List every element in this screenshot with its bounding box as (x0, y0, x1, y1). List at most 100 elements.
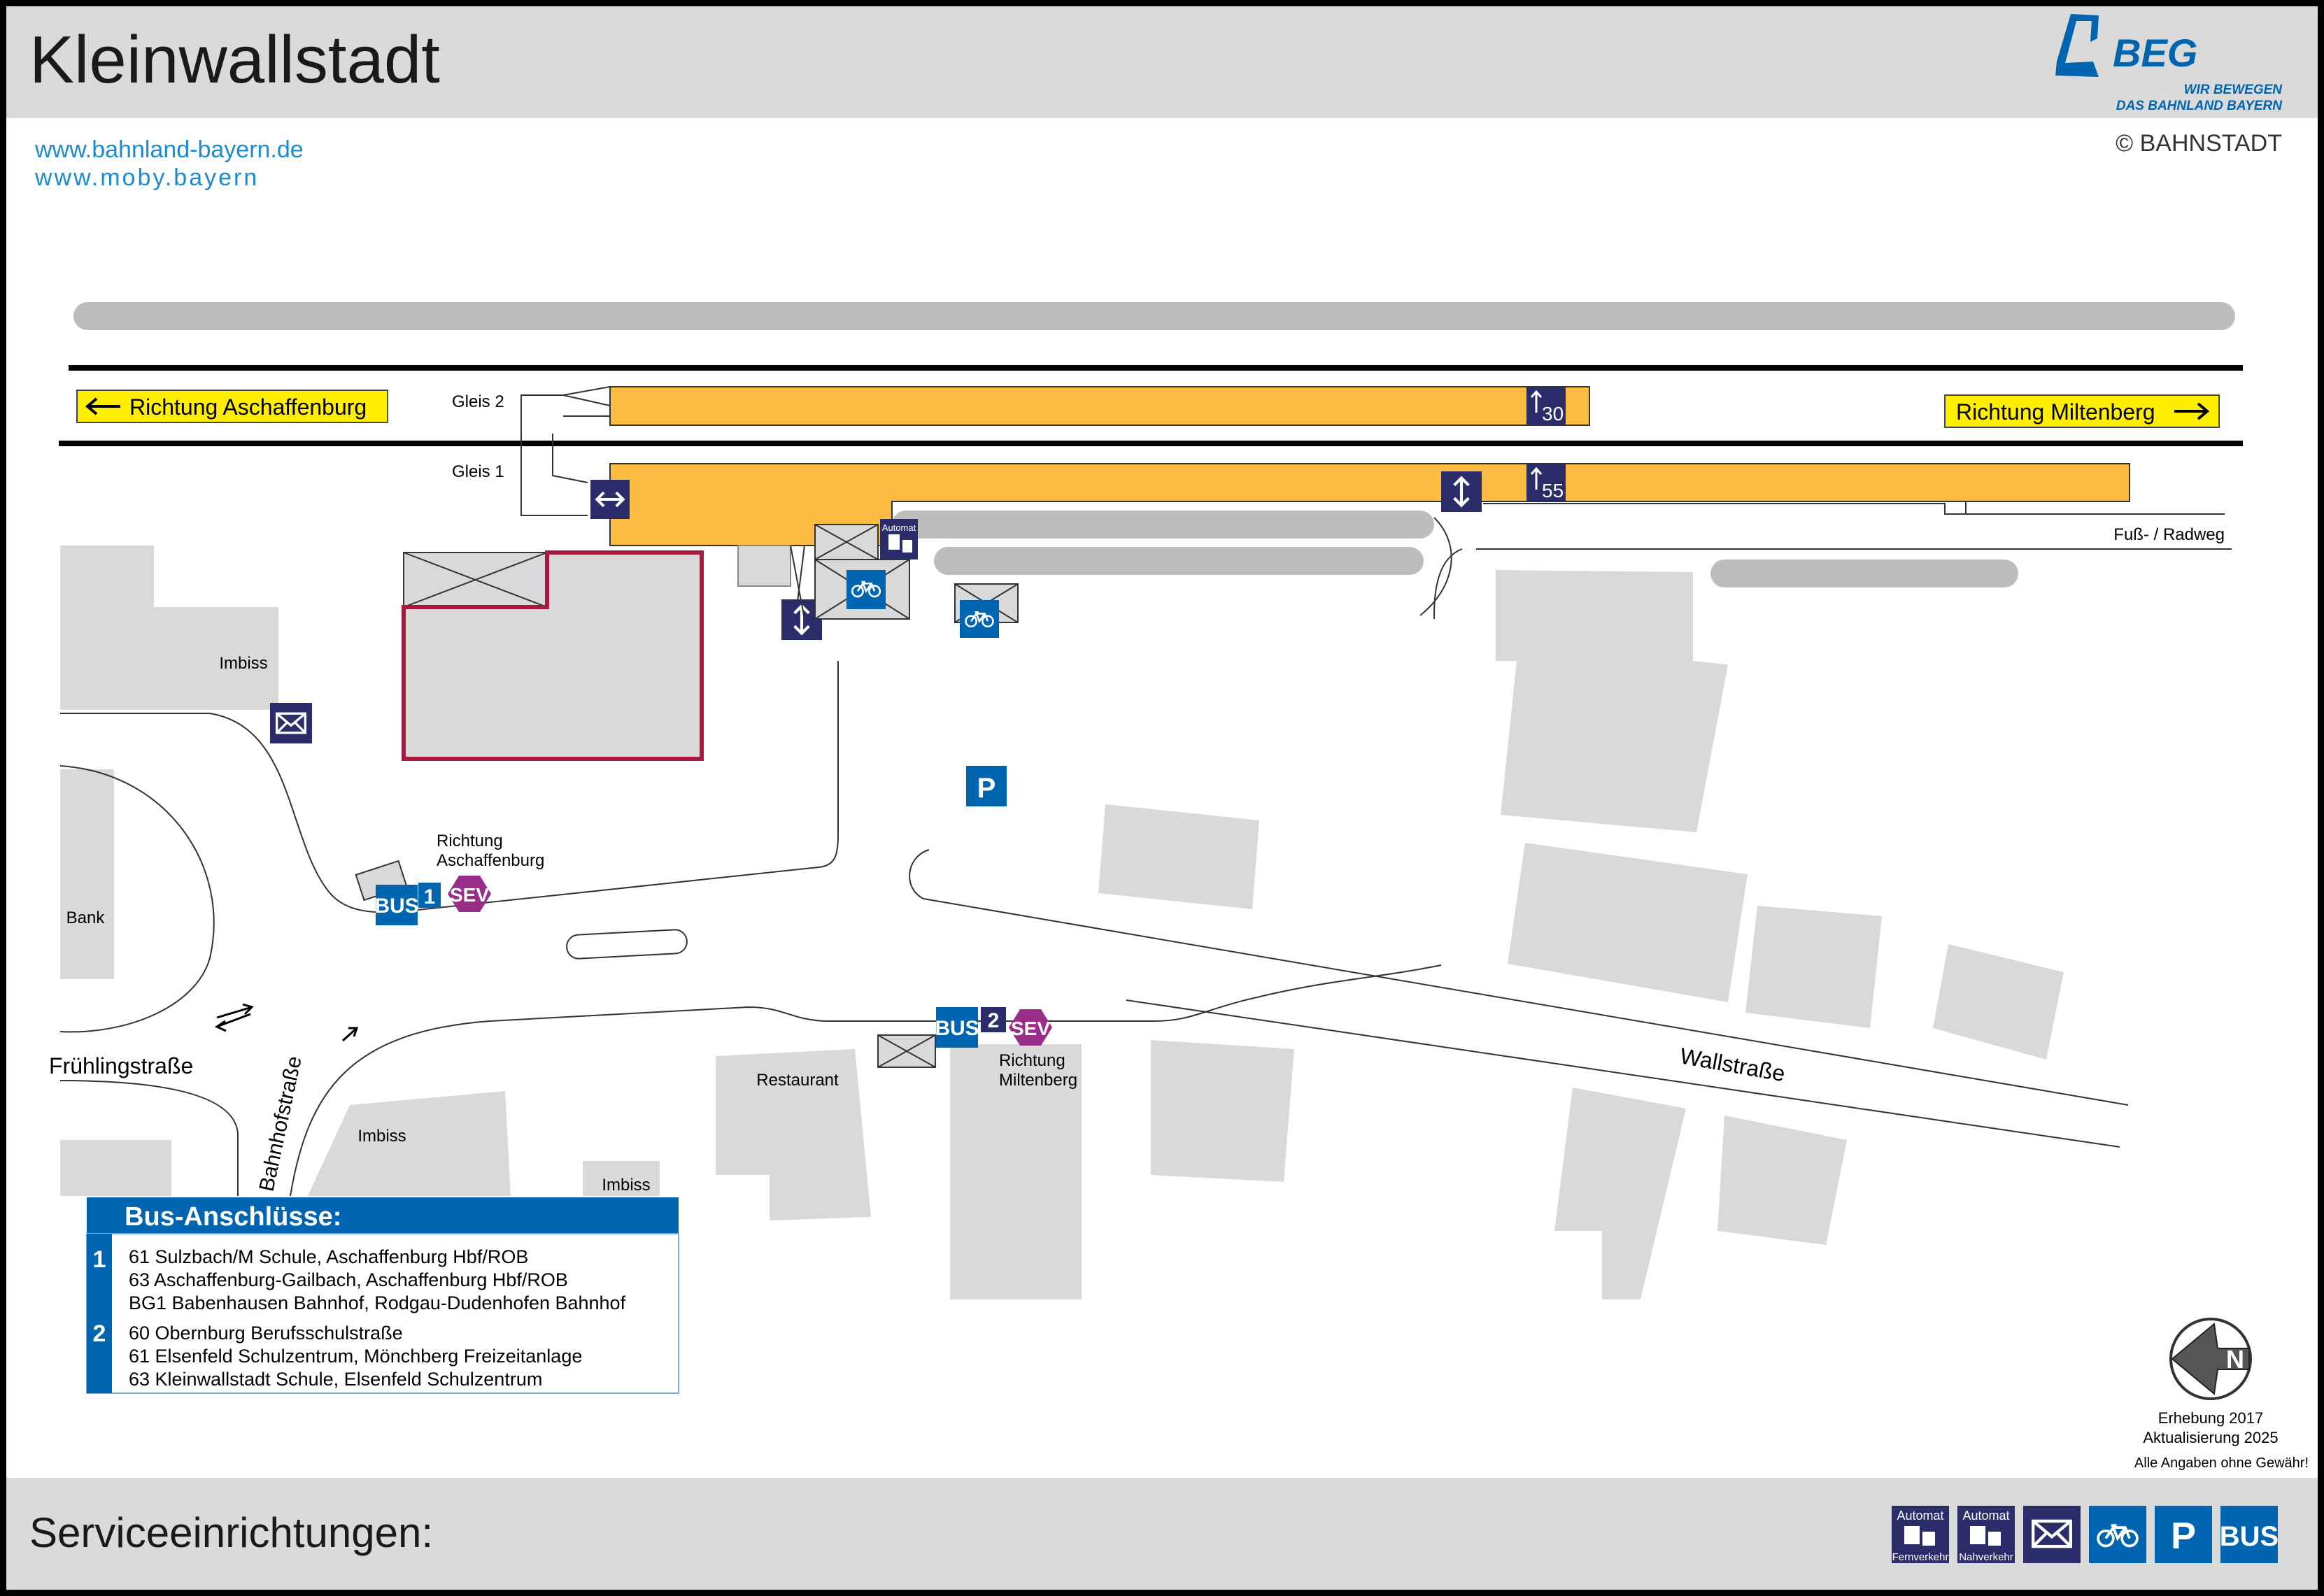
svg-text:Richtung Miltenberg: Richtung Miltenberg (1956, 399, 2155, 425)
sev-icon (1009, 1009, 1052, 1046)
service-legend: Automat Fernverkehr Automat Nahverkehr P… (1892, 1506, 2279, 1563)
street-label-fruehling: Frühlingstraße (49, 1053, 193, 1078)
underpass-path (1419, 517, 1452, 616)
beg-logo: BEG WIR BEWEGEN DAS BAHNLAND BAYERN (2055, 14, 2283, 113)
svg-text:2: 2 (988, 1009, 1000, 1032)
arrow-right-icon (2174, 402, 2210, 420)
bus-line: 63 Kleinwallstadt Schule, Elsenfeld Schu… (129, 1369, 542, 1390)
bike-parking-icon (2089, 1506, 2146, 1563)
svg-text:BUS: BUS (935, 1017, 979, 1040)
buildings (60, 546, 2064, 1299)
building-south-east-2 (1554, 1088, 1686, 1299)
page-title: Kleinwallstadt (29, 22, 440, 97)
building-imbiss-center (308, 1091, 511, 1196)
direction-sign-aschaffenburg: Richtung Aschaffenburg (76, 390, 388, 423)
track-2-label: Gleis 2 (452, 392, 504, 411)
building-northeast (1496, 570, 1728, 832)
svg-text:BUS: BUS (2220, 1521, 2279, 1552)
direction-sign-miltenberg: Richtung Miltenberg (1944, 394, 2220, 428)
bus-connections-title: Bus-Anschlüsse: (125, 1202, 341, 1232)
ticket-machine-regional-icon: Automat Nahverkehr (1957, 1506, 2015, 1563)
bus-connections-body (86, 1233, 679, 1394)
svg-text:55: 55 (1542, 480, 1564, 501)
vegetation-strip-east (1710, 560, 2018, 587)
svg-text:SEV: SEV (1011, 1018, 1050, 1039)
traffic-direction-arrow-west (214, 1013, 251, 1032)
track-1-label: Gleis 1 (452, 462, 504, 481)
bike-parking-icon-east (960, 600, 999, 638)
label-imbiss-center: Imbiss (357, 1127, 406, 1146)
bus-line: 63 Aschaffenburg-Gailbach, Aschaffenburg… (129, 1269, 568, 1290)
beg-logo-tagline-2: DAS BAHNLAND BAYERN (2116, 99, 2283, 113)
svg-text:30: 30 (1542, 403, 1564, 425)
label-restaurant: Restaurant (756, 1071, 839, 1090)
survey-year: Erhebung 2017 (2158, 1409, 2263, 1427)
bus-connections-panel: Bus-Anschlüsse: 1 61 Sulzbach/M Schule, … (86, 1197, 679, 1394)
building-imbiss-small (583, 1161, 660, 1196)
bus-stop-icon (376, 885, 418, 925)
ticket-machine-regional-icon[interactable]: Automat (880, 519, 918, 560)
bus-stop-icon (936, 1007, 978, 1048)
parking-icon: P (2155, 1506, 2212, 1563)
platform-height-1: 55 (1526, 464, 1566, 502)
bus-connections-stripe (87, 1234, 112, 1393)
beg-logo-mark (2055, 14, 2099, 77)
bus-group-2-number: 2 (93, 1320, 106, 1347)
building-east-3 (1933, 944, 2064, 1060)
platform-track-2 (609, 386, 1590, 426)
stairs-vertical-icon-platform (1441, 471, 1482, 512)
sev-icon (448, 876, 491, 912)
footpath-line (1483, 502, 2225, 515)
svg-text:Automat: Automat (1962, 1509, 2009, 1523)
svg-text:Richtung: Richtung (437, 832, 503, 850)
mailbox-icon (2023, 1506, 2081, 1563)
footpath-curve (1433, 548, 2232, 620)
arrow-up-icon (1530, 390, 1543, 413)
update-year: Aktualisierung 2025 (2143, 1429, 2278, 1446)
label-imbiss-west: Imbiss (219, 654, 267, 673)
bus-line: 61 Sulzbach/M Schule, Aschaffenburg Hbf/… (129, 1246, 528, 1267)
bus-line: BG1 Babenhausen Bahnhof, Rodgau-Dudenhof… (129, 1292, 626, 1313)
label-bank: Bank (66, 909, 106, 927)
track-south (59, 441, 2243, 446)
building-east-1 (1508, 843, 1748, 1002)
bus-connections-header (87, 1197, 679, 1234)
bike-parking-icon-station (846, 570, 886, 609)
stop-number-badge (981, 1007, 1006, 1032)
track-north (69, 365, 2243, 371)
bus-stop-icon: BUS (2220, 1506, 2279, 1563)
traffic-direction-arrow-north (341, 1027, 359, 1042)
roads (59, 661, 2129, 1197)
svg-text:Richtung Aschaffenburg: Richtung Aschaffenburg (129, 394, 367, 420)
svg-text:P: P (977, 773, 996, 804)
ticket-machine-long-distance-icon: Automat Fernverkehr (1892, 1506, 1949, 1563)
svg-text:P: P (2171, 1515, 2196, 1557)
platform-height-2: 30 (1526, 387, 1566, 425)
vegetation-strip-north (73, 302, 2235, 330)
crossing-horizontal-icon (590, 480, 630, 519)
stop-number-badge (418, 883, 441, 908)
building-bank (60, 769, 114, 979)
svg-text:N: N (2226, 1345, 2244, 1374)
beg-logo-name: BEG (2113, 31, 2197, 75)
svg-text:Automat: Automat (882, 522, 916, 533)
link-bahnland[interactable]: www.bahnland-bayern.de (34, 136, 304, 163)
svg-text:Miltenberg: Miltenberg (999, 1071, 1077, 1090)
copyright-bahnstadt: © BAHNSTADT (2116, 130, 2282, 157)
arrow-up-icon (1530, 466, 1543, 490)
label-imbiss-small: Imbiss (602, 1176, 650, 1195)
bus-stop-1[interactable]: BUS 1 SEV Richtung Aschaffenburg (355, 832, 545, 925)
svg-text:Aschaffenburg: Aschaffenburg (437, 851, 544, 870)
disclaimer: Alle Angaben ohne Gewähr! (2134, 1455, 2309, 1471)
platform-access-ramps (520, 386, 611, 516)
platform-track-1 (609, 463, 2130, 546)
bus-line: 60 Obernburg Berufsschulstraße (129, 1323, 403, 1344)
bus-group-1-number: 1 (93, 1246, 106, 1273)
beg-logo-tagline-1: WIR BEWEGEN (2184, 83, 2283, 97)
link-moby[interactable]: www.moby.bayern (34, 164, 259, 191)
footer-title: Serviceeinrichtungen: (29, 1509, 433, 1556)
building-south-center (950, 1044, 1082, 1299)
building-east-2 (1745, 906, 1882, 1028)
bus-stop-2[interactable]: BUS 2 SEV Richtung Miltenberg (877, 1007, 1077, 1090)
